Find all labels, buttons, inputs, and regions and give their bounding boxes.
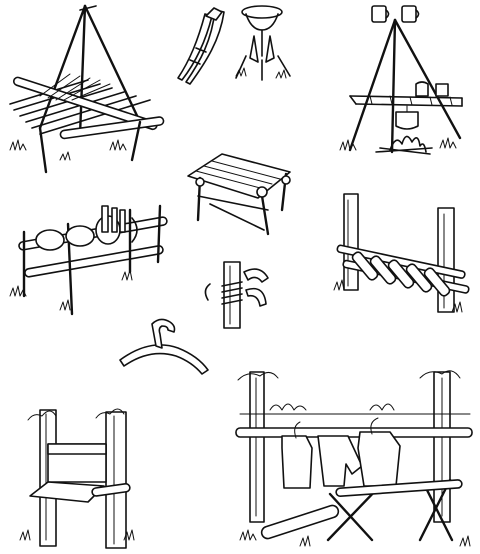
tripod-pot-hanger <box>339 5 463 155</box>
split-stake-clamps <box>177 5 291 85</box>
tripod-drying-table <box>9 4 165 174</box>
lashed-square-table <box>187 153 291 236</box>
forked-branch-hanger <box>119 318 209 375</box>
log-rack-between-trees <box>333 193 470 313</box>
clothesline-between-trees <box>235 370 473 547</box>
tree-mounted-cupboard <box>19 408 135 549</box>
dish-drying-rack <box>9 204 168 316</box>
lashed-hook-on-post <box>204 261 269 329</box>
